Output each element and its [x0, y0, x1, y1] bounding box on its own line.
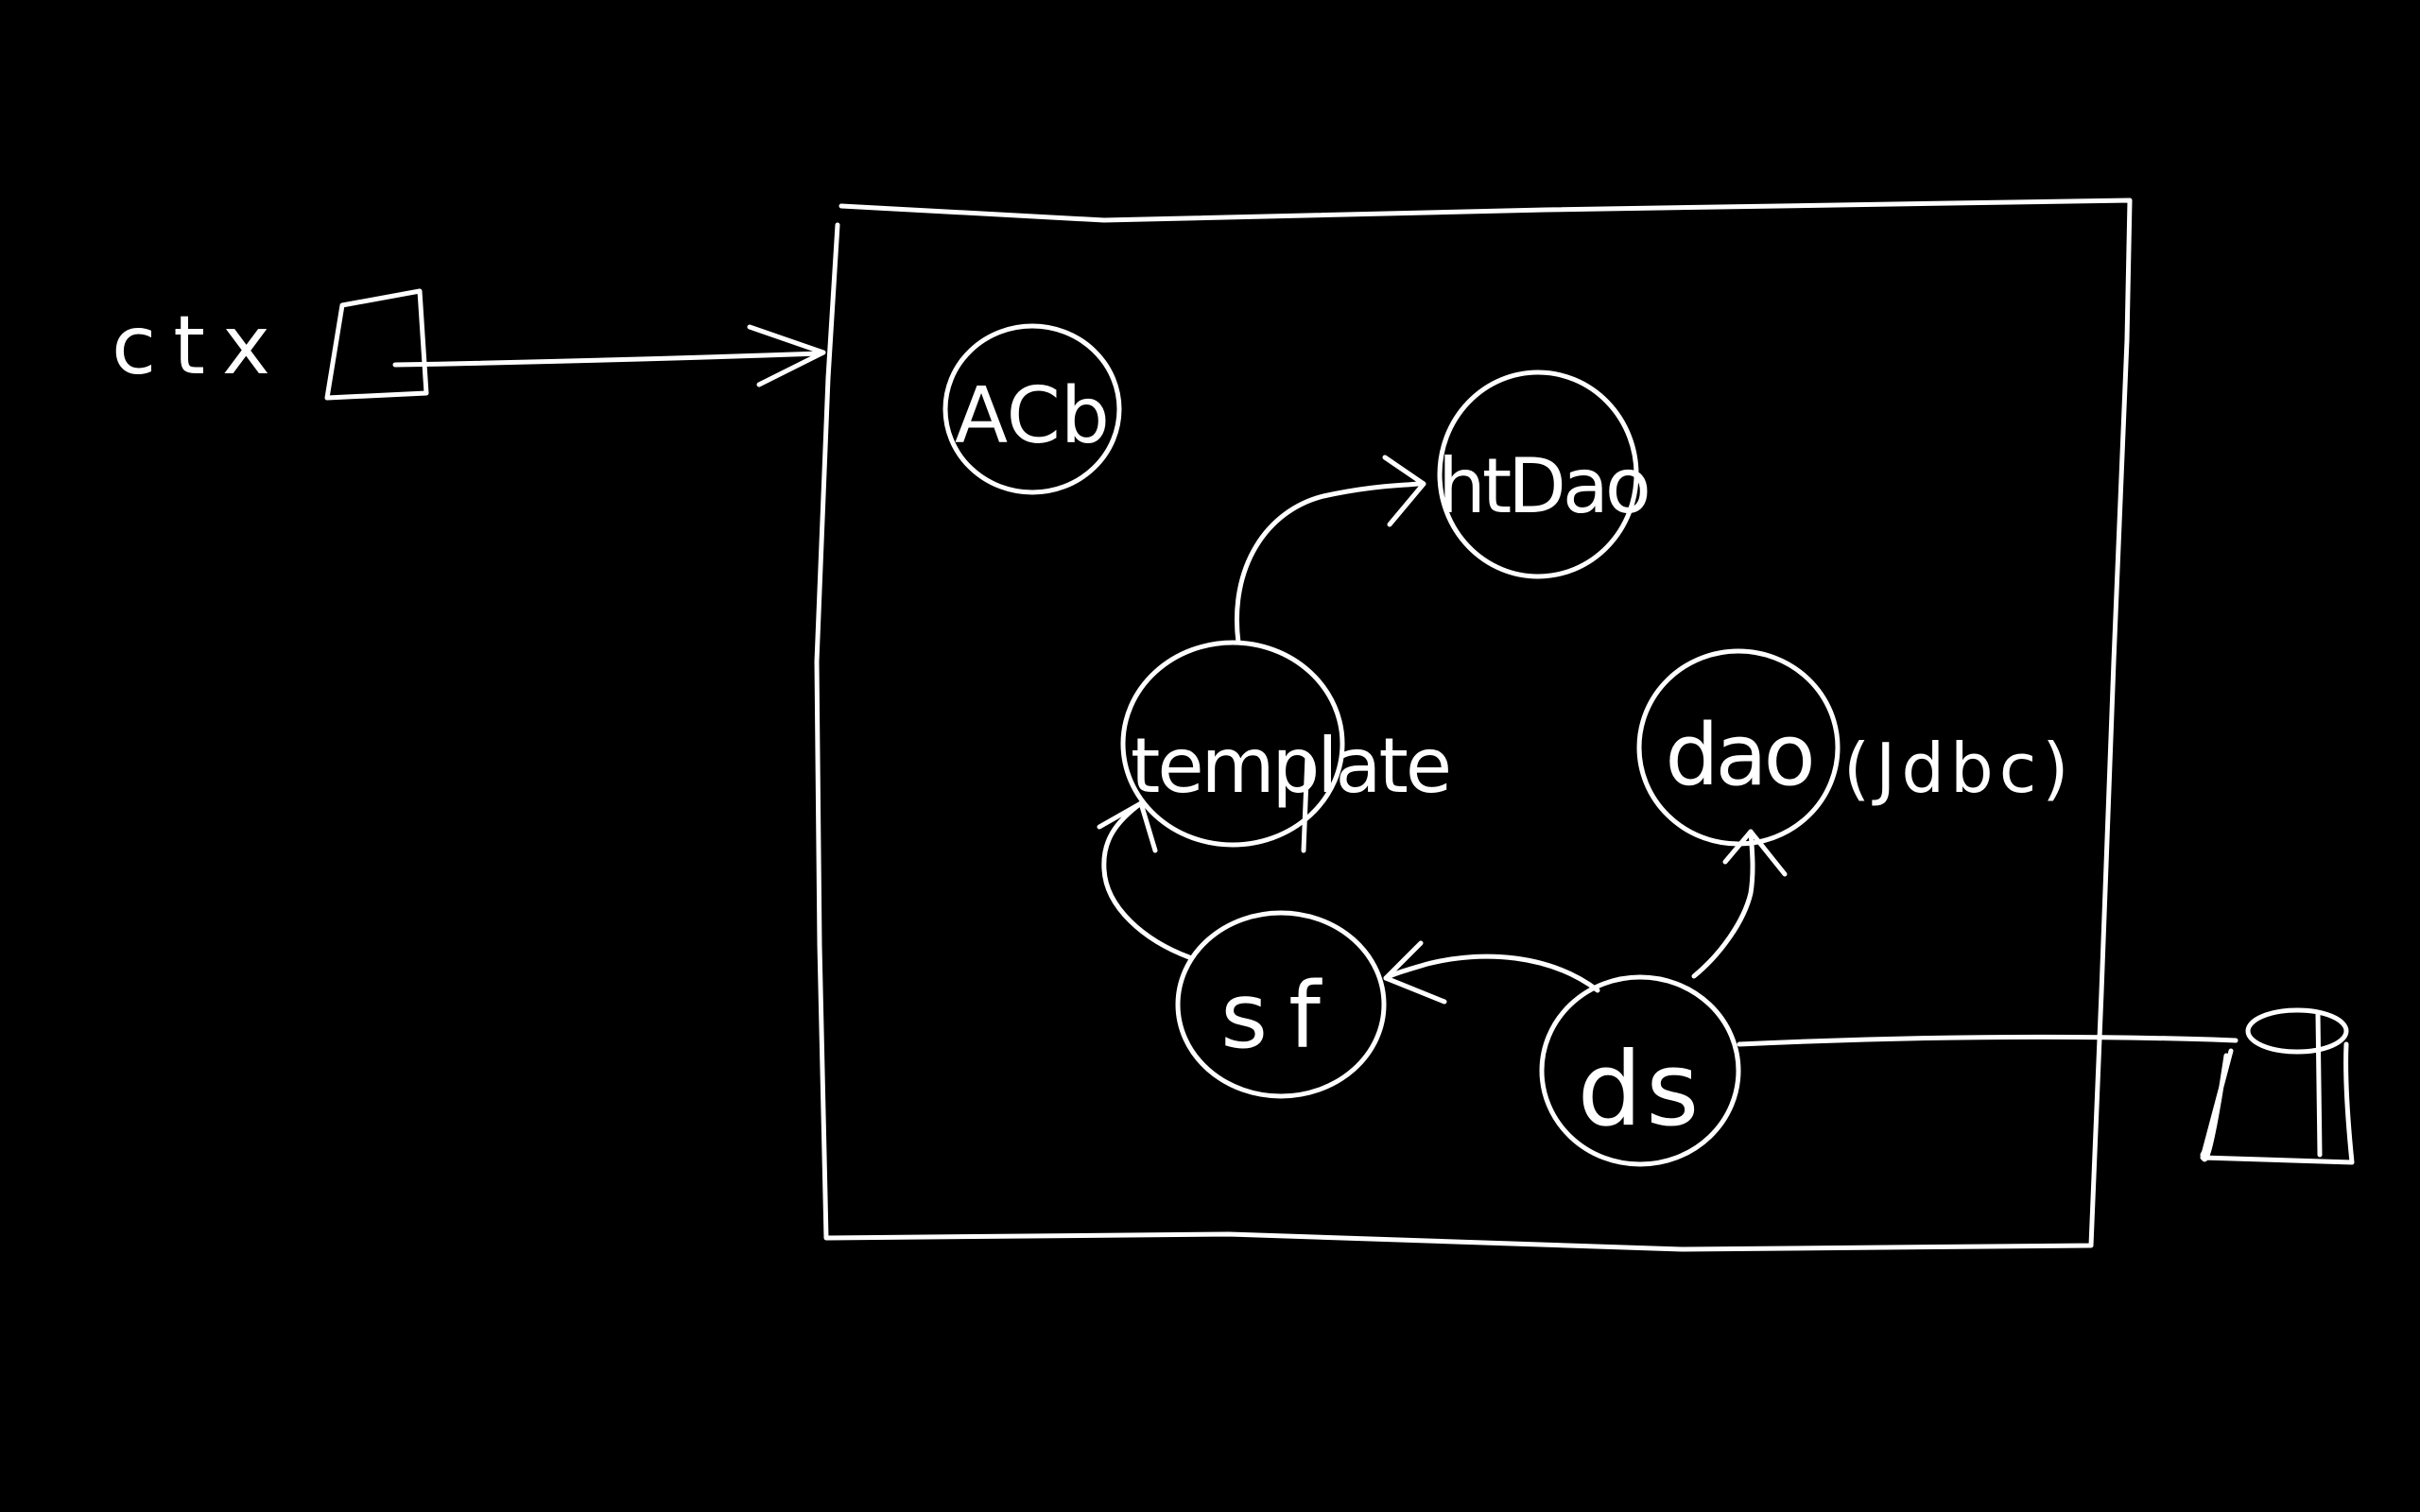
template-label-descender [1301, 753, 1310, 853]
acb-bean-circle [942, 323, 1122, 495]
ds-to-sf-line [1383, 954, 1600, 993]
sf-to-template-line [1101, 800, 1192, 960]
acb-label: ACb [955, 371, 1110, 461]
ctx-box [324, 288, 429, 401]
ctx-label: ctx [112, 299, 287, 393]
sf-label: sf [1220, 963, 1341, 1069]
sf-bean-circle [1175, 910, 1387, 1099]
template-to-htdao-arrowhead [1382, 455, 1426, 527]
template-label: template [1131, 722, 1449, 810]
template-bean-circle [1120, 640, 1345, 848]
ds-to-database-line [1737, 1034, 2238, 1047]
ds-to-sf-arrowhead [1383, 940, 1447, 1005]
ds-to-dao-arrowhead [1722, 829, 1788, 877]
database-cylinder-body [2200, 1041, 2355, 1165]
context-container [814, 198, 2133, 1252]
jdbc-label: (Jdbc) [1843, 729, 2074, 808]
ds-label: ds [1578, 1031, 1703, 1149]
dao-label: dao [1665, 706, 1811, 805]
sf-to-template-arrowhead [1097, 800, 1158, 853]
database-cylinder-inner-line [2315, 1011, 2323, 1158]
database-cylinder-top [2245, 1007, 2349, 1055]
ctx-arrow-line [392, 351, 823, 368]
ds-to-dao-line [1691, 829, 1755, 979]
ds-bean-circle [1539, 974, 1741, 1167]
template-to-htdao-line [1235, 481, 1421, 645]
ctx-arrow-head [747, 324, 826, 387]
htdao-label: htDao [1438, 442, 1648, 530]
htdao-bean-circle [1437, 369, 1639, 579]
